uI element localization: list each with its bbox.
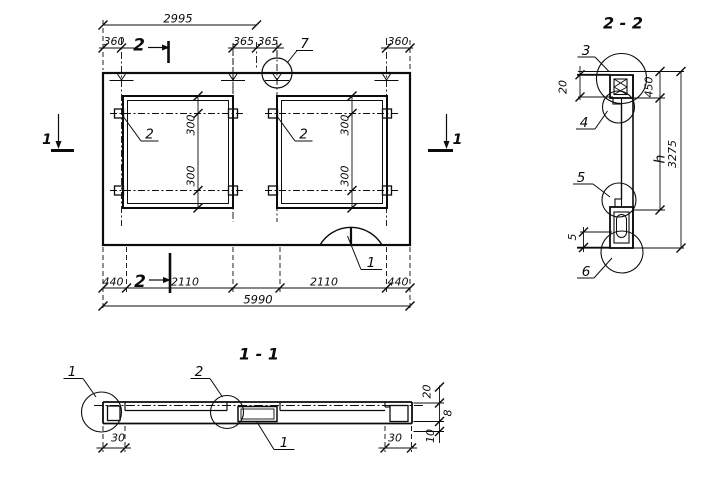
section-1-1: 1 - 1 1 2 [63,345,455,453]
svg-text:300: 300 [339,166,352,187]
svg-text:1: 1 [453,132,463,148]
section-1-1-body [102,401,413,425]
dim-2110-left: 2110 [171,276,199,289]
section-marker-1-left: 1 [42,114,74,152]
dim-365-left: 365 [233,35,254,48]
opening-right [276,95,388,209]
svg-text:3: 3 [582,43,591,59]
dim-440-left: 440 [103,276,124,289]
callout-6: 6 [577,257,613,280]
svg-text:2: 2 [134,272,146,292]
edge-anchor-symbols [109,73,399,81]
dim-2995: 2995 [163,12,192,26]
callout-7: 7 [261,36,313,89]
section-marker-2-bottom: 2 [134,253,172,293]
dim-8: 8 [442,410,455,417]
dim-5: 5 [566,234,579,241]
svg-text:6: 6 [582,264,591,280]
svg-text:5: 5 [577,170,586,186]
dim-3275: 3275 [666,140,679,168]
section-marker-2-top: 2 [133,36,170,63]
dim-h: h [653,155,669,164]
callout-2-left-opening: 2 [122,115,159,143]
callout-1-label: 1 [367,255,376,271]
dims-300: 300 300 300 300 [185,91,357,213]
svg-text:300: 300 [185,115,198,136]
callout-2-right-opening: 2 [276,115,313,143]
panel-outline [101,71,412,247]
centerlines [110,38,398,226]
callout-7-label: 7 [300,36,309,52]
detail-circle-7 [261,57,293,89]
section-1-1-title: 1 - 1 [239,345,279,364]
callout-4: 4 [576,110,608,131]
svg-text:4: 4 [580,115,589,131]
svg-text:2: 2 [299,127,308,143]
opening-left [122,95,234,209]
section-2-2: 2 - 2 3 4 [557,14,686,280]
plan-view: 7 2995 360 365 365 360 [42,12,462,311]
callout-5: 5 [573,170,611,198]
svg-text:1: 1 [68,364,77,380]
svg-text:2: 2 [133,36,145,56]
dim-450: 450 [643,77,656,98]
svg-text:2: 2 [145,127,154,143]
svg-text:300: 300 [185,166,198,187]
plan-dims-top: 2995 360 365 365 360 [98,12,415,94]
svg-text:2: 2 [195,364,204,380]
svg-text:300: 300 [339,115,352,136]
section-2-2-body [609,74,634,249]
callout-1-mid: 1 [256,421,295,451]
detail-circles [595,52,648,274]
callout-1-left: 1 [63,364,97,398]
callout-3: 3 [577,43,610,72]
dim-2110-right: 2110 [310,276,338,289]
bottom-recess: 1 [319,226,383,271]
plan-dims-bottom: 440 2110 2110 440 5990 [98,247,415,311]
callout-2-mid: 2 [190,364,223,398]
section-marker-1-right: 1 [428,114,463,152]
dim-360-left: 360 [104,35,125,48]
section-1-1-dims: 30 30 20 8 10 [96,382,455,453]
dim-30-left: 30 [111,432,125,445]
svg-text:1: 1 [280,435,289,451]
svg-text:1: 1 [42,132,52,148]
section-2-2-dims: 20 5 450 h 3275 [557,66,686,253]
dim-440-right: 440 [388,276,409,289]
dim-10: 10 [424,429,437,443]
dim-365-right: 365 [258,35,279,48]
dim-5990: 5990 [243,293,272,307]
section-2-2-title: 2 - 2 [603,14,643,33]
dim-20-11: 20 [421,385,434,399]
detail-circles-1-1 [80,391,245,433]
dim-20: 20 [557,80,570,94]
dim-360-right: 360 [388,35,409,48]
dim-30-right: 30 [388,432,402,445]
